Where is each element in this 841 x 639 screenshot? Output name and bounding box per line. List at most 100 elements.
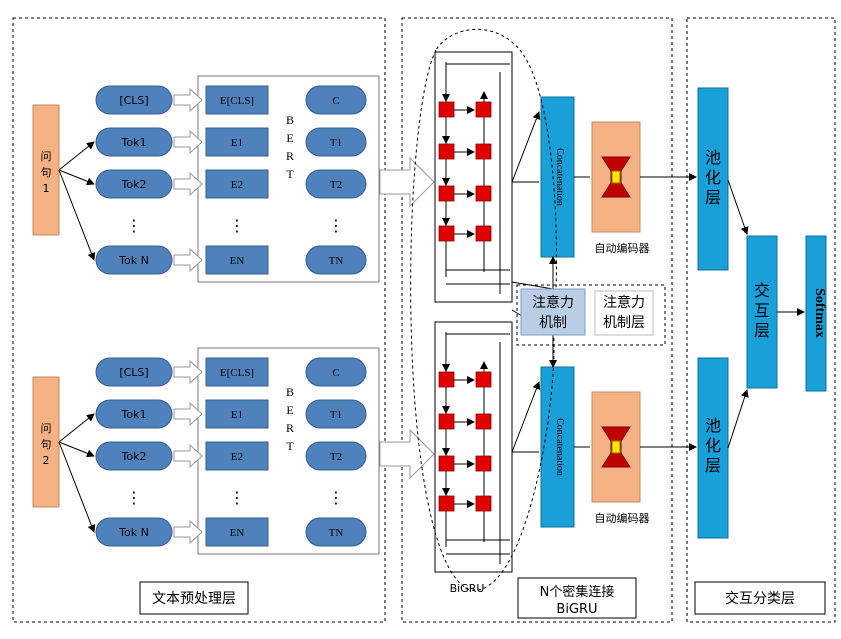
ellipsis: ⋮: [126, 488, 142, 507]
token-pill: [95, 517, 173, 547]
interaction-char1: 交: [754, 281, 770, 300]
embed-arrow: [173, 359, 203, 385]
concatenation-label: Concatenation: [554, 418, 565, 476]
output-label: C: [332, 95, 339, 107]
attention-layer-line2: 机制层: [603, 315, 645, 331]
embedding-label: E[CLS]: [220, 95, 254, 107]
output-pill: [305, 441, 367, 471]
gru-backward-cell: [475, 225, 492, 242]
concatenation-layer: [540, 366, 575, 528]
output-label: T2: [330, 179, 342, 191]
ellipsis: ⋮: [328, 488, 344, 507]
gru-forward-cell: [438, 225, 455, 242]
output-label: T1: [330, 137, 342, 149]
question-to-token-arrow: [58, 441, 96, 533]
token-label: [CLS]: [119, 94, 148, 107]
output-pill: [305, 517, 367, 547]
bigru-block-1: Concatenation 自动编码器: [434, 51, 697, 303]
token-label: [CLS]: [119, 366, 148, 379]
bigru-section-label-line1: N个密集连接: [540, 584, 615, 600]
question-to-token-arrow: [58, 169, 96, 261]
embedding-label: E2: [231, 179, 243, 191]
interaction-char3: 层: [754, 321, 770, 340]
gru-backward-cell: [475, 455, 492, 472]
embedding-box: [205, 399, 269, 429]
pooling-2-char3: 层: [705, 456, 721, 475]
embedding-label: E[CLS]: [220, 367, 254, 379]
question-to-token-arrow: [58, 413, 95, 443]
text-preprocess-label: 文本预处理层: [152, 591, 236, 607]
pooling-1-char2: 化: [705, 168, 721, 187]
bigru-section-label-box: [517, 577, 637, 619]
token-pill: [95, 127, 173, 157]
question-to-token-arrow: [58, 141, 95, 171]
bigru-label: BiGRU: [450, 582, 485, 595]
autoencoder-label: 自动编码器: [595, 511, 650, 525]
dense-connection-ellipse: [410, 28, 558, 591]
embedding-box: [205, 85, 269, 115]
output-label: TN: [329, 527, 344, 539]
bert-letter: R: [286, 149, 294, 163]
classify-label: 交互分类层: [725, 590, 795, 607]
bert-letter: T: [286, 439, 294, 453]
output-pill: [305, 399, 367, 429]
output-label: TN: [329, 255, 344, 267]
output-pill: [305, 357, 367, 387]
softmax-label: Softmax: [812, 288, 827, 338]
embedding-box: [205, 357, 269, 387]
embedding-box: [205, 517, 269, 547]
question-char: 句: [41, 438, 52, 451]
pooling-1-char1: 池: [705, 148, 721, 167]
question-char: 问: [41, 150, 52, 163]
output-label: T1: [330, 409, 342, 421]
pool2-to-interaction-arrow: [727, 389, 749, 449]
bert-to-bigru-arrow: [379, 156, 435, 208]
attention-box-line2: 机制: [539, 315, 567, 331]
concatenation-label: Concatenation: [554, 148, 565, 206]
token-label: Tok2: [121, 178, 147, 191]
embedding-box: [205, 441, 269, 471]
token-pill: [95, 399, 173, 429]
autoencoder-bottleneck-icon: [611, 170, 621, 184]
bigru-frame: [434, 51, 513, 303]
pooling-2-char2: 化: [705, 436, 721, 455]
embed-arrow: [173, 443, 203, 469]
embedding-box: [205, 245, 269, 275]
question-char: 问: [41, 422, 52, 435]
classify-label-box: [694, 581, 826, 615]
gru-backward-cell: [475, 185, 492, 202]
autoencoder-label: 自动编码器: [595, 241, 650, 255]
question-to-token-arrow: [58, 441, 95, 458]
token-label: Tok1: [121, 408, 147, 421]
bert-letter: R: [286, 421, 294, 435]
text-preprocess-section: [12, 17, 386, 623]
ellipsis: ⋮: [126, 216, 142, 235]
softmax-layer: [805, 235, 827, 392]
gru-forward-cell: [438, 143, 455, 160]
bigru-block-2: Concatenation 自动编码器: [434, 309, 697, 573]
bert-letter: E: [286, 403, 293, 417]
output-pill: [305, 245, 367, 275]
question-box: [32, 376, 60, 508]
token-label: Tok N: [118, 254, 149, 267]
question-char: 2: [43, 454, 50, 467]
bigru-to-concat-arrow: [511, 381, 541, 453]
question-box: [32, 104, 60, 236]
embed-arrow: [173, 129, 203, 155]
interaction-layer: [746, 235, 778, 389]
bert-letter: T: [286, 167, 294, 181]
output-label: C: [332, 367, 339, 379]
gru-forward-cell: [438, 413, 455, 430]
embed-arrow: [173, 401, 203, 427]
attention-dashed-box: [516, 284, 666, 346]
attention-box: [520, 288, 586, 336]
embedding-label: E1: [231, 409, 243, 421]
token-label: Tok2: [121, 450, 147, 463]
gru-backward-cell: [475, 143, 492, 160]
ellipsis: ⋮: [328, 216, 344, 235]
output-label: T2: [330, 451, 342, 463]
embedding-label: E1: [231, 137, 243, 149]
embed-arrow: [173, 247, 203, 273]
bigru-section: [401, 17, 673, 623]
